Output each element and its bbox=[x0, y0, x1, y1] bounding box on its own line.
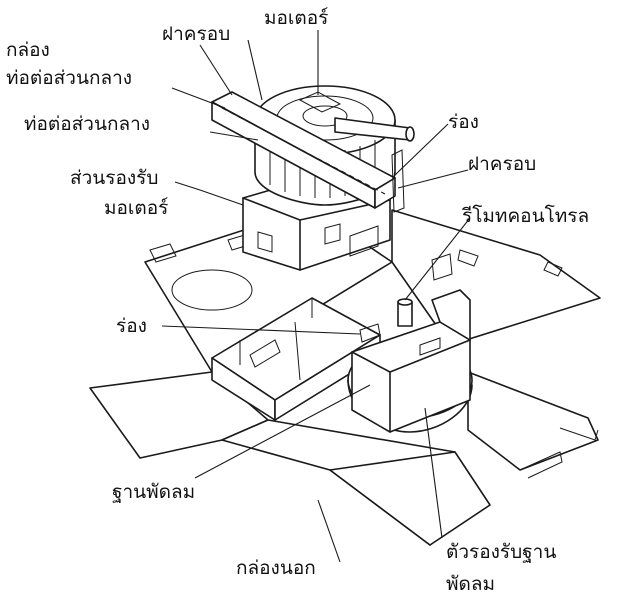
outer-box-front-panel bbox=[329, 451, 491, 546]
label-motor-support-2: มอเตอร์ bbox=[104, 197, 168, 219]
label-slot-right: ร่อง bbox=[448, 111, 479, 133]
remote-control bbox=[397, 298, 413, 327]
label-fan-base: ฐานพัดลม bbox=[112, 481, 195, 503]
label-cover-right: ฝาครอบ bbox=[468, 153, 536, 175]
outer-box-right-side-flap bbox=[467, 371, 599, 471]
labels: กล่อง ท่อต่อส่วนกลาง ฝาครอบ มอเตอร์ ท่อต… bbox=[6, 7, 589, 595]
label-cover-top: ฝาครอบ bbox=[162, 23, 230, 45]
leader-lines bbox=[161, 30, 471, 563]
middle-duct-box bbox=[211, 91, 396, 209]
outer-box-round-cutout bbox=[171, 269, 253, 311]
label-motor-top: มอเตอร์ bbox=[264, 7, 328, 29]
label-middle-duct-1: ท่อต่อส่วนกลาง bbox=[6, 67, 132, 89]
base-support bbox=[351, 289, 471, 433]
label-slot-left: ร่อง bbox=[116, 315, 147, 337]
label-motor-support-1: ส่วนรองรับ bbox=[70, 167, 158, 189]
label-outer-box: กล่องนอก bbox=[236, 557, 316, 579]
label-middle-duct-2: ท่อต่อส่วนกลาง bbox=[24, 113, 150, 135]
label-base-support-1: ตัวรองรับฐาน bbox=[446, 541, 556, 563]
label-base-support-2: พัดลม bbox=[446, 573, 495, 595]
label-box: กล่อง bbox=[6, 39, 50, 61]
label-remote-control: รีโมทคอนโทรล bbox=[461, 204, 589, 227]
